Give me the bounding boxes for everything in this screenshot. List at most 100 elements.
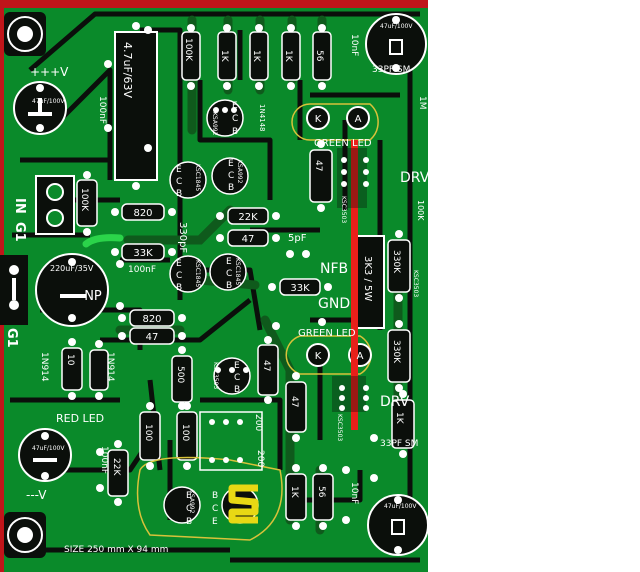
led-footprint-top [291,103,379,141]
cap-220uf [35,253,109,327]
cap-220uf-label: 220uF/35V [50,264,94,273]
cap-47uf-top-right-label: 47uF/100V [380,23,413,30]
pin-e-2: E [176,165,182,175]
pin-e-4: E [176,259,182,269]
pin-e-1: E [232,101,238,111]
pin-c-7: C [186,504,192,514]
cap-4-7uf-body [114,31,158,181]
r-1k-a-label: 1K [219,50,229,63]
r-200-a-label: 200 [253,414,263,431]
r-100k-in-label: 100K [79,188,89,212]
led-bottom-a: A [357,351,364,362]
drv-bottom-label: DRV [380,394,410,410]
mount-hole-bottom-left [4,512,46,558]
pin-c-8: C [212,504,218,514]
mount-hole-top-left [4,12,46,56]
q-low-a-label: KSC1845 [194,260,201,287]
r-47-c-label: 47 [313,160,323,171]
r-33k-a-label: 33K [133,248,153,259]
pin-e-8: E [212,517,218,527]
pcb-layout: +++V ---V IN G1 G1 NFB GND DRV DRV GREEN… [0,0,428,572]
pcb-board: +++V ---V IN G1 G1 NFB GND DRV DRV GREEN… [0,0,428,572]
r-56-bottom-label: 56 [316,486,326,498]
transistor-footprints [163,99,263,524]
r-1k-bottom-label: 1K [289,486,299,499]
r-33k-b-label: 33K [290,283,310,294]
r-3k3-label: 3K3 / 5W [362,256,373,301]
red-led-label: RED LED [56,412,104,425]
g1-connector [0,255,28,325]
cap-47uf-bottom-left-label: 47uF/100V [32,445,65,452]
d-1n914-b-label: 1N914 [39,352,49,382]
drv-top-label: DRV [400,170,428,186]
pin-c-5: C [226,269,232,279]
pin-e-6: E [234,361,240,371]
r-47-b-label: 47 [146,332,159,343]
np-label: NP [84,289,102,304]
cap-100nf-mid-label: 100nF [128,265,156,275]
solder-pads [36,16,407,554]
green-led-top-label: GREEN LED [314,138,372,149]
pin-e-3: E [228,159,234,169]
board-size-note: SIZE 250 mm X 94 mm [64,545,168,555]
cap-10nf-top-label: 10nF [349,34,359,56]
cap-10nf-bottom-label: 10nF [349,482,359,504]
pin-c-4: C [176,271,182,281]
pin-b-4: B [176,283,182,293]
cap-47uf-bottom-right-label: 47uF/100V [384,503,417,510]
r-100k-top-label: 100K [183,38,193,62]
cap-330pf-label: 330pF [177,222,188,253]
cap-47uf-top-left [13,81,67,135]
yellow-mod [228,484,259,524]
input-connector [35,175,75,235]
d-1n914-a-label: 10 [65,354,75,366]
pin-b-8: B [212,491,218,501]
q-mid-b-label: KSA992 [236,160,243,184]
r-47-a-label: 47 [242,234,255,245]
pin-b-6: B [234,385,240,395]
cap-47uf-bottom-left [18,428,72,482]
d-1n4148-top-label: 1N4148 [258,104,266,132]
pin-c-2: C [176,177,182,187]
plus-v-label: +++V [30,65,69,79]
minus-v-label: ---V [26,488,47,502]
r-820-a-label: 820 [133,208,152,219]
cap-33pf-top-label: 33PF SM [372,65,410,75]
resistor-outlines [61,31,415,521]
gnd-label: GND [318,296,350,312]
cap-100nf-top-label: 100nF [97,96,107,124]
pin-b-3: B [228,183,234,193]
d-1n914-c-label: 1N914 [105,352,115,382]
pin-e-7: E [186,491,192,501]
pin-e-5: E [226,257,232,267]
r-330k-bottom-label: 330K [391,340,401,364]
r-330k-top-label: 330K [391,250,401,274]
r-1k-b-label: 1K [251,50,261,63]
led-top-k: K [315,114,322,125]
r-820-b-label: 820 [142,314,161,325]
led-top-a: A [355,114,362,125]
q-drv-bottom-label: KSC3503 [336,414,343,441]
cap-47uf-bottom-right [367,494,428,556]
r-100-b-label: 100 [180,424,190,441]
pin-c-1: C [232,114,238,124]
cap-33pf-bottom-label: 33PF SM [380,439,418,449]
pin-b-2: B [176,189,182,199]
nfb-label: NFB [320,261,348,277]
q-bot-a-label: KSA992 [188,490,195,514]
r-22k-b-label: 22K [111,458,121,476]
r-1m-label: 1M [417,96,427,110]
green-jumper [82,234,124,248]
r-1k-c-label: 1K [283,50,293,63]
r-56-top-label: 56 [314,50,324,62]
pin-c-3: C [228,171,234,181]
pin-b-5: B [226,281,232,291]
cap-100nf-bottom-label: 100nF [99,446,109,474]
green-led-bottom-label: GREEN LED [298,328,356,339]
cap-4-7uf-label: 4.7uF/63V [121,42,134,98]
r-22k-a-label: 22K [238,212,258,223]
r-1k-right-label: 1K [394,412,404,425]
q-mid-a-label: KSC1845 [194,164,201,191]
g1-side-label: G1 [4,328,19,348]
transistor-pair-outline [136,456,283,541]
